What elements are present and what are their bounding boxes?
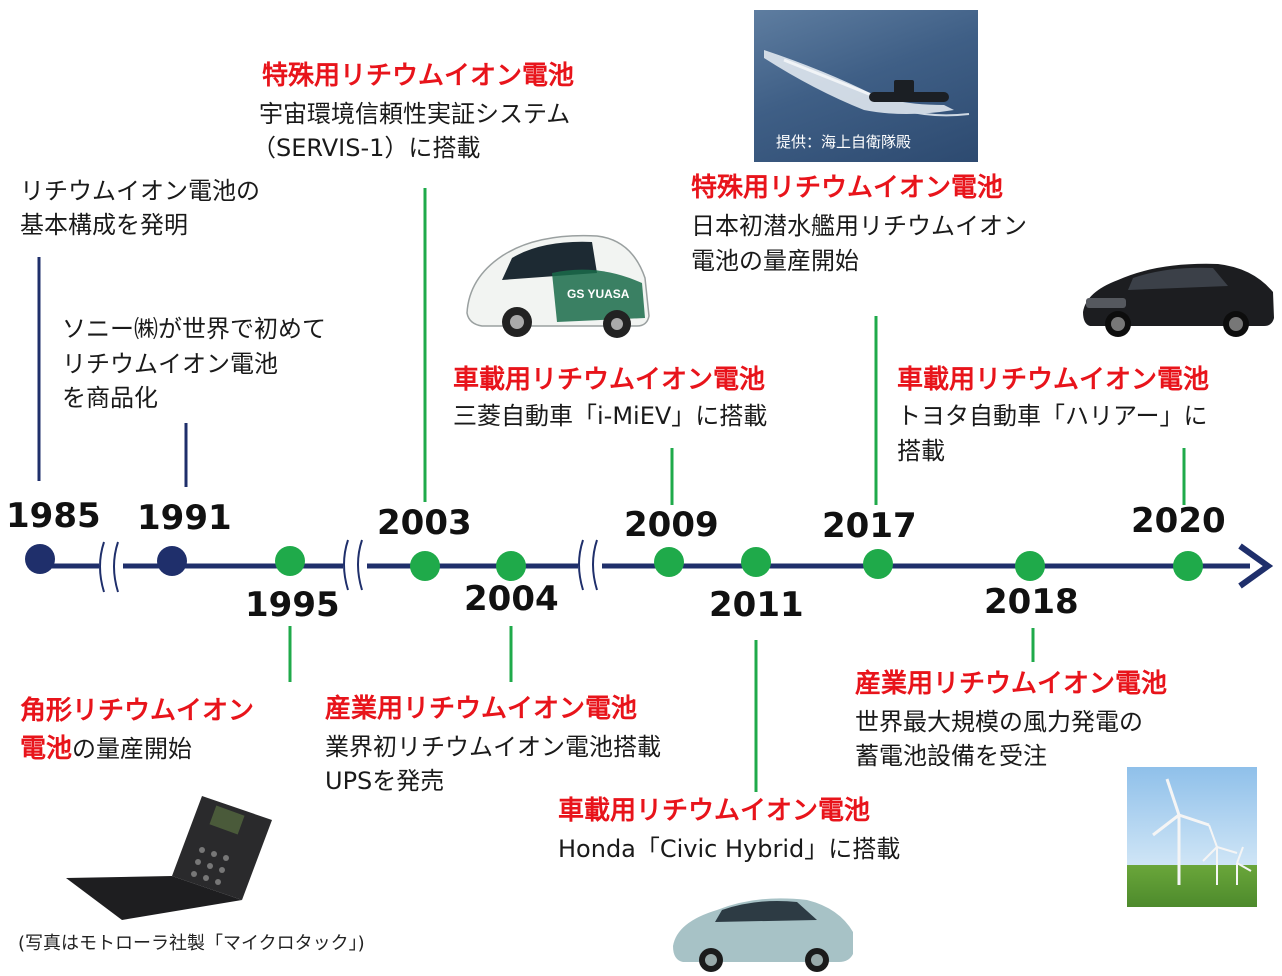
- dot-2020: [1173, 551, 1203, 581]
- axis-break-1: [99, 540, 123, 594]
- event-2003-line1: 宇宙環境信頼性実証システム: [259, 100, 571, 128]
- car-logo-text: GS YUASA: [567, 287, 630, 301]
- event-2018-heading: 産業用リチウムイオン電池: [855, 669, 1168, 699]
- event-2018-line1: 世界最大規模の風力発電の: [855, 708, 1143, 736]
- event-1985-line1: リチウムイオン電池の: [20, 177, 260, 205]
- event-2020-line2: 搭載: [897, 437, 945, 465]
- dot-2011: [741, 547, 771, 577]
- dot-2018: [1015, 551, 1045, 581]
- event-2003-line2: （SERVIS-1）に搭載: [252, 134, 481, 162]
- axis-break-2: [343, 538, 367, 592]
- event-2003-heading: 特殊用リチウムイオン電池: [262, 61, 575, 91]
- event-1995-rest: の量産開始: [72, 735, 193, 763]
- dot-2017: [863, 549, 893, 579]
- imiev-car-photo: GS YUASA: [457, 218, 657, 348]
- year-2009: 2009: [624, 505, 719, 545]
- timeline-arrowhead: [1238, 543, 1274, 589]
- dot-2004: [496, 551, 526, 581]
- event-2011-heading: 車載用リチウムイオン電池: [558, 796, 871, 826]
- event-2011-line1: Honda「Civic Hybrid」に搭載: [558, 835, 901, 863]
- year-2020: 2020: [1131, 501, 1226, 541]
- dot-2003: [410, 551, 440, 581]
- event-2004-line1: 業界初リチウムイオン電池搭載: [325, 733, 661, 761]
- flip-phone-photo: [62, 790, 278, 926]
- year-1991: 1991: [137, 498, 232, 538]
- axis-break-3: [578, 538, 602, 592]
- event-1991-line1: ソニー㈱が世界で初めて: [62, 315, 326, 343]
- event-1995-heading-1: 角形リチウムイオン: [20, 696, 255, 726]
- year-2011: 2011: [709, 585, 804, 625]
- event-2017-heading: 特殊用リチウムイオン電池: [691, 173, 1004, 203]
- year-2004: 2004: [464, 579, 559, 619]
- event-2020-line1: トヨタ自動車「ハリアー」に: [897, 402, 1208, 430]
- event-1991-line2: リチウムイオン電池: [62, 350, 278, 378]
- event-2009-heading: 車載用リチウムイオン電池: [453, 365, 766, 395]
- submarine-photo: 提供：海上自衛隊殿: [754, 10, 978, 162]
- year-2017: 2017: [822, 506, 917, 546]
- dot-1991: [157, 546, 187, 576]
- year-2003: 2003: [377, 503, 472, 543]
- event-2020-heading: 車載用リチウムイオン電池: [897, 365, 1210, 395]
- civic-hybrid-photo: [667, 876, 857, 974]
- event-2009-line1: 三菱自動車「i-MiEV」に搭載: [453, 402, 768, 430]
- year-2018: 2018: [984, 582, 1079, 622]
- event-2017-line2: 電池の量産開始: [691, 247, 859, 275]
- event-1985-line2: 基本構成を発明: [20, 211, 188, 239]
- event-1995-heading-2: 電池: [20, 734, 73, 764]
- submarine-credit: 提供：海上自衛隊殿: [776, 133, 912, 151]
- dot-1995: [275, 546, 305, 576]
- event-2018-line2: 蓄電池設備を受注: [855, 742, 1047, 770]
- dot-2009: [654, 547, 684, 577]
- event-2004-line2: UPSを発売: [325, 767, 445, 795]
- event-1995-line2: 電池の量産開始: [20, 733, 192, 765]
- wind-turbine-photo: [1127, 767, 1257, 907]
- event-1991-line3: を商品化: [62, 384, 158, 412]
- harrier-suv-photo: [1078, 240, 1278, 340]
- year-1985: 1985: [6, 496, 101, 536]
- year-1995: 1995: [245, 585, 340, 625]
- dot-1985: [25, 544, 55, 574]
- event-2017-line1: 日本初潜水艦用リチウムイオン: [691, 212, 1027, 240]
- photo-caption-phone: (写真はモトローラ社製「マイクロタック」): [18, 933, 365, 954]
- event-2004-heading: 産業用リチウムイオン電池: [325, 694, 638, 724]
